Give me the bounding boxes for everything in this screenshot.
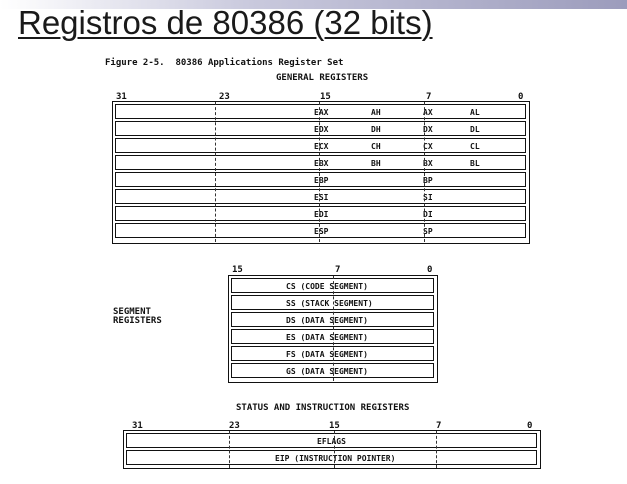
segment-registers-table: CS (CODE SEGMENT) SS (STACK SEGMENT) DS … bbox=[228, 275, 438, 383]
general-bit-15: 15 bbox=[320, 92, 331, 102]
segment-bit-boundary-7 bbox=[333, 276, 334, 381]
segment-bit-7: 7 bbox=[335, 265, 341, 275]
register-row-esp: ESP SP bbox=[115, 223, 526, 238]
general-bit-7: 7 bbox=[426, 92, 432, 102]
register-sp: SP bbox=[423, 227, 433, 236]
register-eflags: EFLAGS bbox=[317, 437, 346, 446]
segment-ss: SS (STACK SEGMENT) bbox=[286, 299, 373, 308]
general-bit-0: 0 bbox=[518, 92, 524, 102]
register-ax: AX bbox=[423, 108, 433, 117]
register-ch: CH bbox=[371, 142, 381, 151]
title-accent-bar bbox=[0, 0, 627, 9]
register-row-eax: EAX AH AX AL bbox=[115, 104, 526, 119]
register-si: SI bbox=[423, 193, 433, 202]
status-bit-15: 15 bbox=[329, 421, 340, 431]
register-row-edi: EDI DI bbox=[115, 206, 526, 221]
register-eip: EIP (INSTRUCTION POINTER) bbox=[275, 454, 396, 463]
segment-row-gs: GS (DATA SEGMENT) bbox=[231, 363, 434, 378]
register-eax: EAX bbox=[314, 108, 329, 117]
segment-row-cs: CS (CODE SEGMENT) bbox=[231, 278, 434, 293]
register-esi: ESI bbox=[314, 193, 329, 202]
segment-cs: CS (CODE SEGMENT) bbox=[286, 282, 368, 291]
segment-side-label-1: SEGMENT bbox=[113, 307, 151, 317]
register-row-ebp: EBP BP bbox=[115, 172, 526, 187]
segment-bit-0: 0 bbox=[427, 265, 433, 275]
status-bit-boundary-23 bbox=[229, 431, 230, 468]
register-ebx: EBX bbox=[314, 159, 329, 168]
status-bit-0: 0 bbox=[527, 421, 533, 431]
figure-caption: Figure 2-5. 80386 Applications Register … bbox=[105, 58, 344, 68]
segment-row-ds: DS (DATA SEGMENT) bbox=[231, 312, 434, 327]
status-bit-boundary-15 bbox=[334, 431, 335, 468]
register-dx: DX bbox=[423, 125, 433, 134]
register-ebp: EBP bbox=[314, 176, 329, 185]
register-cl: CL bbox=[470, 142, 480, 151]
register-row-ecx: ECX CH CX CL bbox=[115, 138, 526, 153]
general-bit-23: 23 bbox=[219, 92, 230, 102]
segment-row-ss: SS (STACK SEGMENT) bbox=[231, 295, 434, 310]
segment-ds: DS (DATA SEGMENT) bbox=[286, 316, 368, 325]
status-bit-23: 23 bbox=[229, 421, 240, 431]
register-ah: AH bbox=[371, 108, 381, 117]
status-bit-7: 7 bbox=[436, 421, 442, 431]
status-bit-boundary-7 bbox=[436, 431, 437, 468]
bit-boundary-15 bbox=[319, 102, 320, 242]
register-row-ebx: EBX BH BX BL bbox=[115, 155, 526, 170]
register-bx: BX bbox=[423, 159, 433, 168]
segment-row-es: ES (DATA SEGMENT) bbox=[231, 329, 434, 344]
register-row-esi: ESI SI bbox=[115, 189, 526, 204]
register-esp: ESP bbox=[314, 227, 329, 236]
status-row-eip: EIP (INSTRUCTION POINTER) bbox=[126, 450, 537, 465]
bit-boundary-7 bbox=[424, 102, 425, 242]
register-bp: BP bbox=[423, 176, 433, 185]
register-dh: DH bbox=[371, 125, 381, 134]
register-row-edx: EDX DH DX DL bbox=[115, 121, 526, 136]
segment-es: ES (DATA SEGMENT) bbox=[286, 333, 368, 342]
register-di: DI bbox=[423, 210, 433, 219]
slide-title: Registros de 80386 (32 bits) bbox=[18, 4, 433, 41]
segment-side-label-2: REGISTERS bbox=[113, 316, 162, 326]
register-bh: BH bbox=[371, 159, 381, 168]
register-cx: CX bbox=[423, 142, 433, 151]
register-bl: BL bbox=[470, 159, 480, 168]
status-bit-31: 31 bbox=[132, 421, 143, 431]
status-registers-table: EFLAGS EIP (INSTRUCTION POINTER) bbox=[123, 430, 541, 469]
general-registers-heading: GENERAL REGISTERS bbox=[276, 73, 369, 83]
segment-row-fs: FS (DATA SEGMENT) bbox=[231, 346, 434, 361]
register-ecx: ECX bbox=[314, 142, 329, 151]
register-edx: EDX bbox=[314, 125, 329, 134]
bit-boundary-23 bbox=[215, 102, 216, 242]
status-registers-heading: STATUS AND INSTRUCTION REGISTERS bbox=[236, 403, 410, 413]
segment-gs: GS (DATA SEGMENT) bbox=[286, 367, 368, 376]
segment-bit-15: 15 bbox=[232, 265, 243, 275]
register-al: AL bbox=[470, 108, 480, 117]
general-registers-table: EAX AH AX AL EDX DH DX DL ECX CH CX CL E… bbox=[112, 101, 530, 244]
segment-fs: FS (DATA SEGMENT) bbox=[286, 350, 368, 359]
register-edi: EDI bbox=[314, 210, 329, 219]
status-row-eflags: EFLAGS bbox=[126, 433, 537, 448]
register-dl: DL bbox=[470, 125, 480, 134]
general-bit-31: 31 bbox=[116, 92, 127, 102]
